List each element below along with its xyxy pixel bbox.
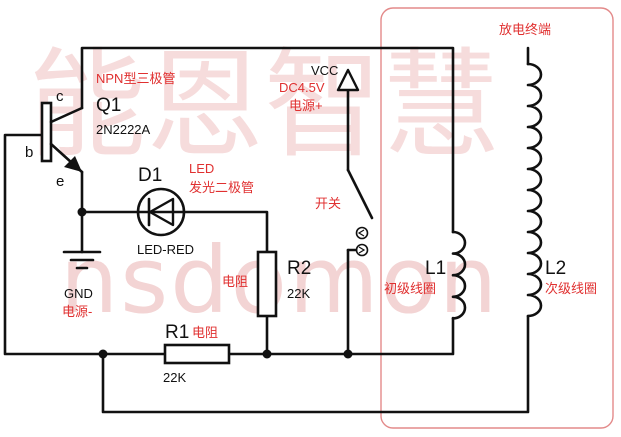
pin-b-label: b (25, 144, 33, 161)
coil-l1 (451, 230, 467, 320)
wire-collector-to-l1 (80, 46, 455, 234)
l2-desc-label: 次级线圈 (545, 281, 597, 296)
vcc-symbol (336, 68, 360, 92)
l2-ref-label: L2 (545, 258, 566, 279)
led-desc-line1: LED (189, 161, 214, 176)
junction-dot (343, 349, 353, 359)
switch-desc-label: 开关 (315, 196, 341, 211)
led-ref-label: D1 (138, 165, 162, 186)
junction-dot (262, 349, 272, 359)
r1-ref-label: R1 (165, 322, 189, 343)
pin-e-label: e (56, 173, 64, 190)
gnd-desc-label: 电源- (62, 304, 92, 319)
arrow-right-icon (358, 246, 366, 254)
r2-ref-label: R2 (287, 258, 311, 279)
transistor-base-bar (40, 101, 53, 163)
transistor-ref-label: Q1 (96, 95, 121, 116)
vcc-arrow-icon (336, 68, 360, 92)
watermark-cjk: 能恩智慧 (28, 36, 500, 174)
gnd-label: GND (64, 286, 93, 301)
wire-led-to-r2 (182, 210, 269, 254)
wire-l2-return (101, 314, 530, 414)
transformer-frame (380, 7, 614, 429)
wire-base-to-r1 (3, 133, 167, 356)
r1-desc-label: 电阻 (192, 325, 218, 340)
switch-terminal-icon (355, 226, 369, 240)
transistor-type-label: NPN型三极管 (96, 71, 175, 86)
arrow-left-icon (357, 229, 365, 237)
junction-dot (98, 349, 108, 359)
led-d1 (136, 187, 186, 237)
vcc-label: VCC (311, 63, 338, 78)
pin-c-label: c (56, 88, 64, 105)
coil-l2 (526, 62, 543, 318)
resistor-r2 (256, 250, 278, 318)
led-desc-line2: 发光二极管 (189, 180, 254, 195)
led-part-label: LED-RED (137, 242, 194, 257)
r1-value-label: 22K (163, 370, 186, 385)
ground-symbol (62, 250, 102, 270)
transistor-part-label: 2N2222A (96, 122, 151, 137)
watermark-latin: nsdomon (60, 227, 499, 334)
switch-lever (346, 168, 374, 220)
l1-desc-label: 初级线圈 (384, 281, 436, 296)
wires (3, 46, 530, 414)
resistor-r1 (163, 343, 231, 365)
vcc-desc-label: 电源+ (289, 98, 323, 113)
watermark: 能恩智慧 nsdomon (28, 36, 500, 334)
r2-value-label: 22K (287, 286, 310, 301)
wire-r1-to-l1 (227, 316, 455, 356)
r2-desc-label: 电阻 (222, 274, 248, 289)
junction-dot (77, 207, 87, 217)
discharge-terminal-label: 放电终端 (499, 22, 551, 37)
transistor-q1 (40, 101, 84, 174)
l1-ref-label: L1 (425, 258, 446, 279)
vcc-voltage-label: DC4.5V (279, 80, 325, 95)
switch (346, 168, 374, 257)
transistor-collector-lead (49, 106, 84, 124)
junctions (77, 207, 353, 359)
emitter-arrow-icon (64, 156, 82, 172)
switch-terminal-icon (355, 243, 369, 257)
